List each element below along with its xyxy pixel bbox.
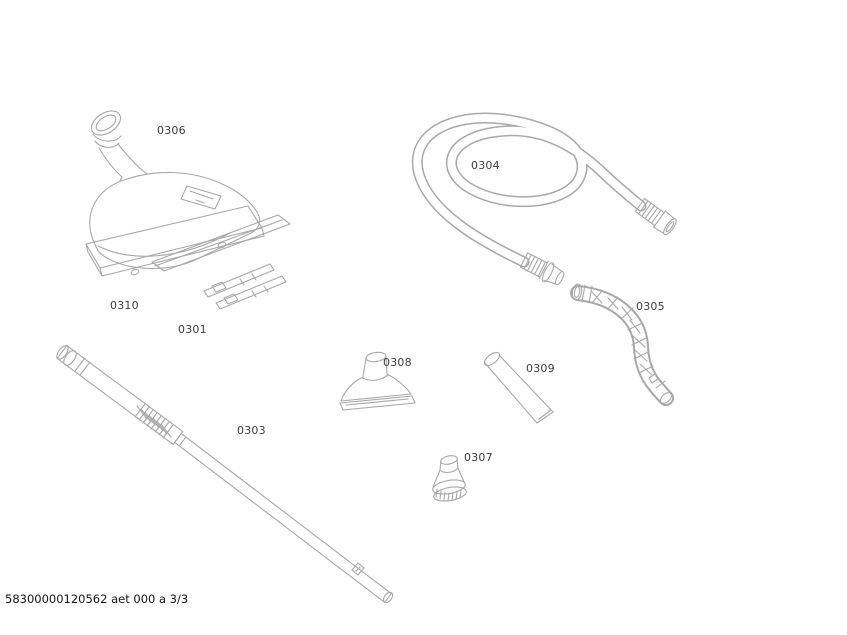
- mounting-strips-drawing: [204, 264, 286, 309]
- document-number: 58300000120562 aet 000 a 3/3: [5, 592, 189, 606]
- part-label-0308: 0308: [383, 356, 412, 369]
- brush-nozzle-drawing: [432, 454, 468, 503]
- part-label-0310: 0310: [110, 299, 139, 312]
- floor-nozzle-drawing: [86, 106, 264, 276]
- flat-plate-drawing: [152, 215, 290, 271]
- part-label-0303: 0303: [237, 424, 266, 437]
- part-label-0304: 0304: [471, 159, 500, 172]
- part-label-0307: 0307: [464, 451, 493, 464]
- part-label-0306: 0306: [157, 124, 186, 137]
- telescopic-tube-drawing: [55, 344, 395, 604]
- curved-handle-drawing: [571, 283, 673, 405]
- suction-hose-drawing: [417, 118, 678, 289]
- upholstery-nozzle-drawing: [340, 351, 415, 410]
- part-label-0309: 0309: [526, 362, 555, 375]
- crevice-nozzle-drawing: [482, 350, 553, 423]
- part-label-0301: 0301: [178, 323, 207, 336]
- part-label-0305: 0305: [636, 300, 665, 313]
